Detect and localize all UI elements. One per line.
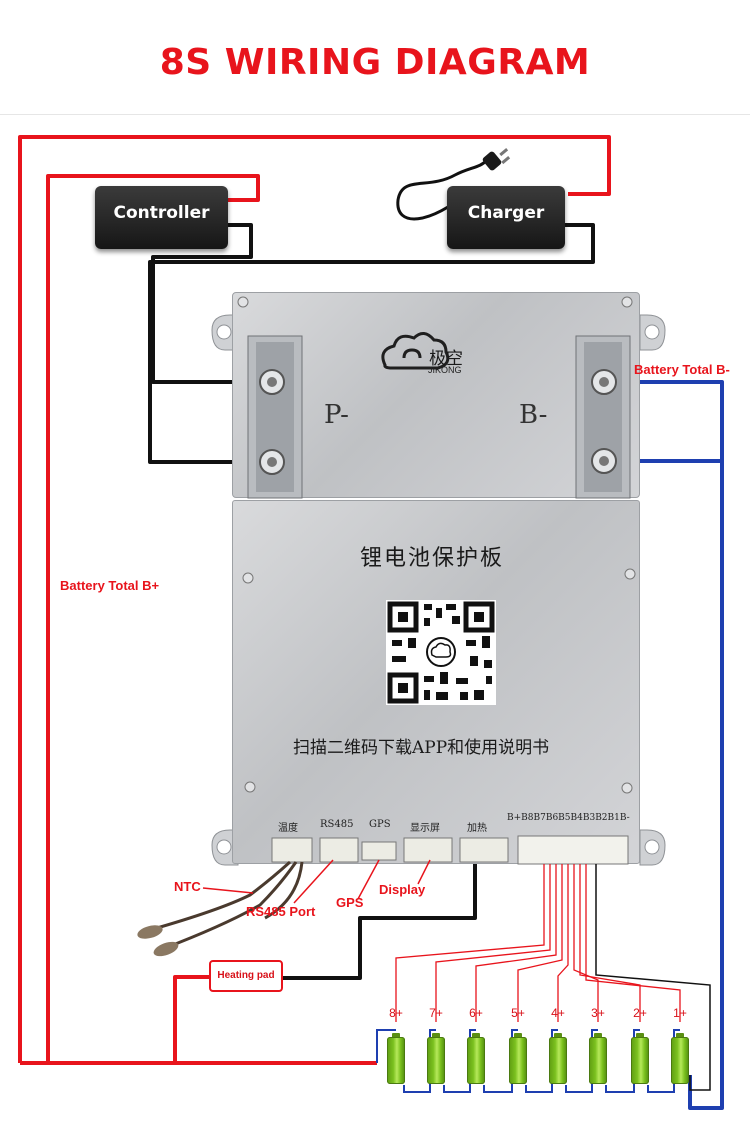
- charger-label: Charger: [467, 203, 545, 223]
- controller-positive-wire: [46, 174, 260, 1063]
- bminus-wire-1: [606, 380, 724, 1110]
- battery-cell-icon: [427, 1037, 445, 1084]
- rs485-port-label: RS485 Port: [246, 904, 316, 919]
- cell-terminal: [472, 1033, 480, 1038]
- p-minus-label: P-: [324, 400, 349, 430]
- label-leader-lines: [202, 859, 431, 904]
- cell-terminal: [676, 1033, 684, 1038]
- heating-pad-positive-wire: [173, 975, 209, 1063]
- controller-label: Controller: [113, 203, 210, 223]
- board-name: 锂电池保护板: [360, 546, 505, 571]
- cell-terminal: [554, 1033, 562, 1038]
- gps-label: GPS: [336, 895, 364, 910]
- charger-negative-wire: [148, 223, 595, 464]
- battery-cell-icon: [549, 1037, 567, 1084]
- cell-terminal: [392, 1033, 400, 1038]
- charger-power-cord: [396, 158, 489, 221]
- port-label-temp: 温度: [278, 823, 298, 834]
- heating-pad-signal-wire: [279, 858, 477, 980]
- cell-terminal: [594, 1033, 602, 1038]
- cell-terminal: [514, 1033, 522, 1038]
- ntc-label: NTC: [174, 879, 201, 894]
- battery-cell-icon: [589, 1037, 607, 1084]
- positive-wires: [18, 135, 611, 1065]
- heating-pad-box: Heating pad: [209, 960, 283, 992]
- cell-label-5: 5+: [511, 1006, 525, 1020]
- cloud-logo-icon: [381, 332, 450, 370]
- battery-cell-icon: [387, 1037, 405, 1084]
- battery-cell-icon: [631, 1037, 649, 1084]
- battery-cell-icon: [671, 1037, 689, 1084]
- cell-label-8: 8+: [389, 1006, 403, 1020]
- port-label-rs485: RS485: [320, 819, 354, 830]
- port-label-balance: B+B8B7B6B5B4B3B2B1B-: [507, 813, 630, 823]
- p-minus-terminal: [247, 335, 303, 499]
- cell-terminal: [636, 1033, 644, 1038]
- controller-box: Controller: [95, 186, 228, 249]
- board-instruction: 扫描二维码下载APP和使用说明书: [293, 738, 550, 758]
- display-label: Display: [379, 882, 426, 897]
- cell-label-7: 7+: [429, 1006, 443, 1020]
- brand-en: JIKONG: [428, 365, 462, 375]
- negative-load-wires: [148, 223, 595, 980]
- port-label-gps: GPS: [369, 819, 391, 830]
- heating-pad-label: Heating pad: [217, 970, 275, 981]
- port-label-display: 显示屏: [410, 823, 440, 834]
- board-screws: [237, 296, 636, 794]
- cell-label-6: 6+: [469, 1006, 483, 1020]
- b-minus-label: B-: [519, 400, 548, 430]
- balance-lead-wires: [395, 864, 711, 1091]
- page-title: 8S WIRING DIAGRAM: [159, 42, 591, 83]
- cell-label-1: 1+: [673, 1006, 687, 1020]
- cell-label-2: 2+: [633, 1006, 647, 1020]
- battery-total-bminus-label: Battery Total B-: [634, 362, 730, 377]
- ntc-probe-tips: [137, 925, 179, 957]
- battery-cell-icon: [509, 1037, 527, 1084]
- b-minus-terminal: [575, 335, 631, 499]
- cell-label-4: 4+: [551, 1006, 565, 1020]
- charger-box: Charger: [447, 186, 565, 249]
- charger-positive-wire: [18, 135, 611, 1063]
- title-divider: [0, 114, 750, 115]
- ntc-probe-wires: [149, 860, 304, 950]
- cell-series-links: [376, 1029, 680, 1093]
- brand-cn: 极空: [429, 349, 463, 369]
- qr-code: [386, 600, 496, 705]
- power-plug-icon: [482, 148, 511, 171]
- battery-cell-icon: [467, 1037, 485, 1084]
- controller-negative-wire: [151, 223, 272, 384]
- cell-label-3: 3+: [591, 1006, 605, 1020]
- port-label-heat: 加热: [467, 823, 487, 834]
- cell-terminal: [432, 1033, 440, 1038]
- battery-total-bplus-label: Battery Total B+: [60, 578, 160, 593]
- board-connectors: [271, 835, 629, 865]
- board-mount-ears: [211, 314, 666, 866]
